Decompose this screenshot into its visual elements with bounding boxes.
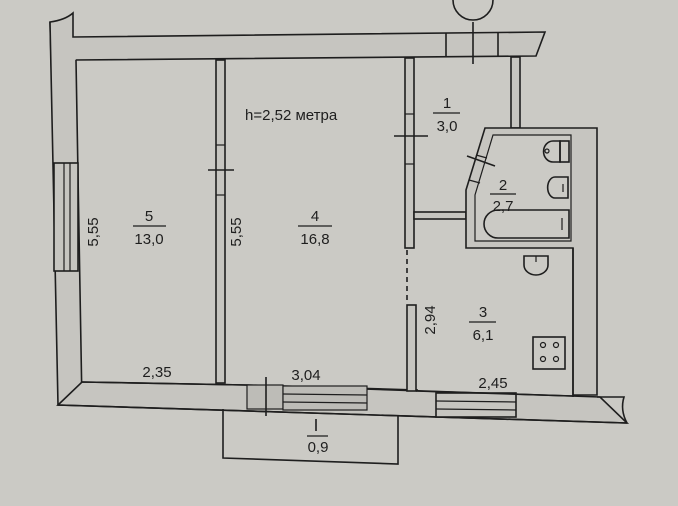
window-left bbox=[53, 162, 79, 272]
room-1-label: 1 3,0 bbox=[433, 95, 460, 135]
stove-icon bbox=[532, 336, 566, 370]
bathroom-walls bbox=[413, 56, 598, 396]
exterior-wall-left bbox=[49, 21, 83, 406]
svg-text:3: 3 bbox=[479, 304, 487, 321]
svg-text:16,8: 16,8 bbox=[300, 231, 329, 248]
kitchen-sink-icon bbox=[523, 255, 549, 276]
room-2-label: 2 2,7 bbox=[490, 177, 516, 215]
svg-text:13,0: 13,0 bbox=[134, 231, 163, 248]
svg-text:6,1: 6,1 bbox=[473, 327, 494, 344]
toilet-icon bbox=[542, 140, 570, 163]
balcony-label: 0,9 bbox=[307, 419, 328, 456]
svg-text:1: 1 bbox=[443, 95, 451, 112]
sink-bathroom-icon bbox=[546, 176, 569, 199]
room-3-label: 3 6,1 bbox=[469, 304, 496, 344]
window-room4 bbox=[282, 385, 368, 411]
window-kitchen bbox=[435, 392, 517, 418]
ceiling-height-label: h=2,52 метра bbox=[245, 107, 338, 124]
partition-5-4 bbox=[208, 59, 234, 384]
room-5-label: 5 13,0 bbox=[133, 208, 166, 248]
svg-text:4: 4 bbox=[311, 208, 319, 225]
svg-text:3,0: 3,0 bbox=[437, 118, 458, 135]
svg-text:2,7: 2,7 bbox=[493, 198, 514, 215]
partition-4-1 bbox=[394, 57, 428, 392]
balcony-outline bbox=[222, 409, 399, 465]
dim-room5-height: 5,55 bbox=[85, 217, 102, 246]
svg-text:2: 2 bbox=[499, 177, 507, 194]
stairwell-arc bbox=[452, 0, 494, 21]
bathroom-door-mark bbox=[466, 155, 496, 167]
dim-room4-width: 3,04 bbox=[291, 367, 320, 384]
svg-text:0,9: 0,9 bbox=[308, 439, 329, 456]
dim-room5-width: 2,35 bbox=[142, 364, 171, 381]
svg-text:5: 5 bbox=[145, 208, 153, 225]
dim-room3-height: 2,94 bbox=[422, 305, 439, 334]
bathtub-icon bbox=[483, 209, 570, 239]
dim-room4-height: 5,55 bbox=[228, 217, 245, 246]
kitchen-wall bbox=[415, 248, 574, 397]
dim-room3-width: 2,45 bbox=[478, 375, 507, 392]
room-4-label: 4 16,8 bbox=[298, 208, 332, 248]
